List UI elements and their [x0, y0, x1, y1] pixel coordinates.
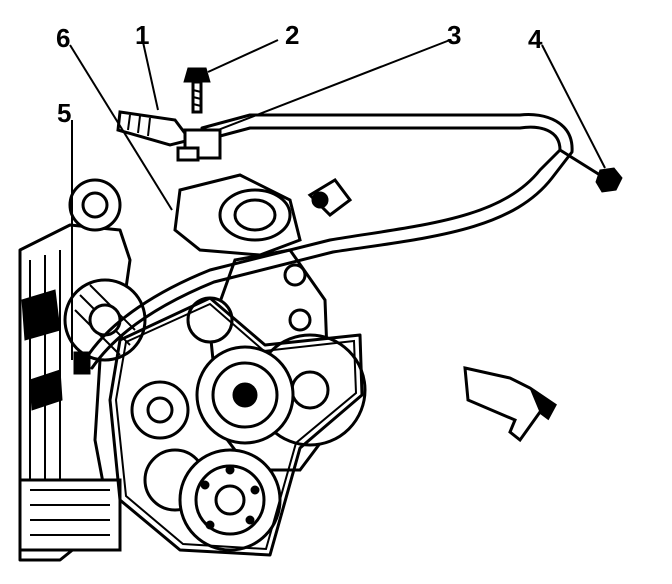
power-steering-line: [83, 112, 602, 370]
leader-lines: [69, 39, 606, 360]
callout-4: 4: [528, 24, 543, 54]
drive-belt: [108, 296, 364, 557]
leader-1: [142, 41, 159, 111]
front-arrow: [463, 366, 557, 443]
leader-4: [541, 44, 606, 169]
callout-3: 3: [447, 20, 461, 50]
leader-3: [217, 39, 451, 131]
bolt: [183, 67, 211, 114]
lower-clip: [73, 351, 91, 375]
alternator: [63, 278, 147, 362]
callout-2: 2: [285, 20, 299, 50]
clamp-bracket: [176, 128, 222, 162]
callout-6: 6: [56, 23, 70, 53]
callout-1: 1: [135, 20, 149, 50]
leader-2: [207, 39, 279, 73]
fitting: [116, 110, 193, 147]
pulleys: [130, 296, 367, 552]
nut: [595, 167, 623, 193]
engine-block: [18, 178, 132, 562]
ps-pump: [173, 173, 353, 257]
leader-6: [69, 44, 173, 211]
callout-5: 5: [57, 98, 71, 128]
